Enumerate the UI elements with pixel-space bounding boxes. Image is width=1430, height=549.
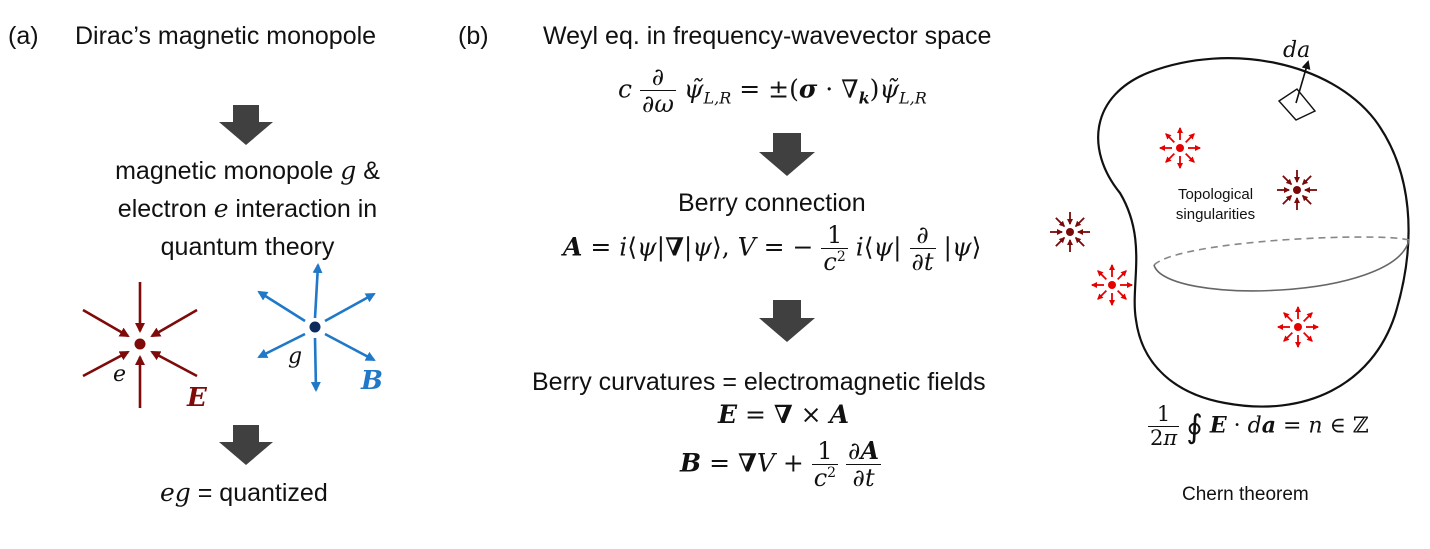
field-ray	[1165, 153, 1175, 163]
flow-arrow-b1	[759, 133, 815, 176]
panel-a-title: Dirac’s magnetic monopole	[75, 22, 377, 50]
field-ray	[1097, 290, 1107, 300]
field-ray	[1117, 290, 1127, 300]
field-E-label: E	[187, 383, 207, 413]
eg-symbol: eg	[160, 478, 191, 507]
da-label: da	[1283, 38, 1311, 63]
panel-a-label: (a)	[8, 22, 39, 50]
closed-surface	[1097, 57, 1410, 408]
field-ray	[1074, 236, 1085, 247]
singularity-dot	[1293, 186, 1301, 194]
quantization-result: eg = quantized	[160, 478, 328, 507]
flow-arrow-a1	[219, 105, 273, 145]
field-ray	[1283, 332, 1293, 342]
electric-charge-diagram	[82, 282, 198, 408]
panel-b-label: (b)	[458, 22, 489, 50]
electron-dot	[134, 338, 146, 350]
surface-element-da	[1277, 60, 1317, 121]
field-ray	[1303, 312, 1313, 322]
field-ray	[1165, 133, 1175, 143]
e-symbol: e	[213, 194, 229, 223]
field-ray	[1283, 312, 1293, 322]
g-symbol: g	[340, 156, 357, 185]
sink-singularity	[1277, 170, 1317, 210]
field-ray	[1185, 153, 1195, 163]
field-ray	[1117, 270, 1127, 280]
source-singularity	[1159, 127, 1201, 169]
field-ray	[1074, 217, 1085, 228]
topological-singularities	[1050, 127, 1319, 348]
singularity-dot	[1176, 144, 1184, 152]
field-ray	[1055, 217, 1066, 228]
topological-singularities-label: Topological singularities	[1175, 186, 1256, 223]
chern-theorem-label: Chern theorem	[1182, 484, 1309, 505]
source-singularity	[1277, 306, 1319, 348]
interaction-description: magnetic monopole g & electron e interac…	[60, 152, 435, 266]
field-ray	[1301, 194, 1312, 205]
outward-field-arrows	[257, 263, 376, 392]
inward-field-arrows	[82, 282, 198, 408]
singularity-dot	[1108, 281, 1116, 289]
berry-curvatures-title: Berry curvatures = electromagnetic field…	[532, 368, 986, 396]
interaction-line-1: magnetic monopole g &	[115, 156, 380, 185]
weyl-equation: c ∂∂ω ψ̃L,R = ±(σ · ∇k)ψ̃L,R	[618, 63, 927, 119]
field-ray	[1301, 175, 1312, 186]
panel-b-title: Weyl eq. in frequency-wavevector space	[543, 22, 992, 50]
field-ray	[1055, 236, 1066, 247]
field-ray	[1282, 175, 1293, 186]
magnetic-charge-diagram	[257, 263, 376, 392]
charge-g-label: g	[288, 344, 303, 369]
field-ray	[1185, 133, 1195, 143]
flow-arrow-a2	[219, 425, 273, 465]
berry-connection-title: Berry connection	[678, 189, 866, 217]
interaction-line-2: electron e interaction in	[117, 194, 378, 223]
singularity-dot	[1294, 323, 1302, 331]
charge-e-label: e	[113, 362, 127, 387]
field-ray	[1303, 332, 1313, 342]
source-singularity	[1091, 264, 1133, 306]
flow-arrow-b2	[759, 300, 815, 342]
field-ray	[1282, 194, 1293, 205]
interaction-line-3: quantum theory	[160, 233, 335, 261]
field-ray	[1097, 270, 1107, 280]
singularity-dot	[1066, 228, 1074, 236]
monopole-dot	[309, 321, 321, 333]
electric-field-equation: E = ∇ × A	[718, 400, 849, 429]
sink-singularity	[1050, 212, 1090, 252]
field-B-label: B	[361, 366, 383, 396]
